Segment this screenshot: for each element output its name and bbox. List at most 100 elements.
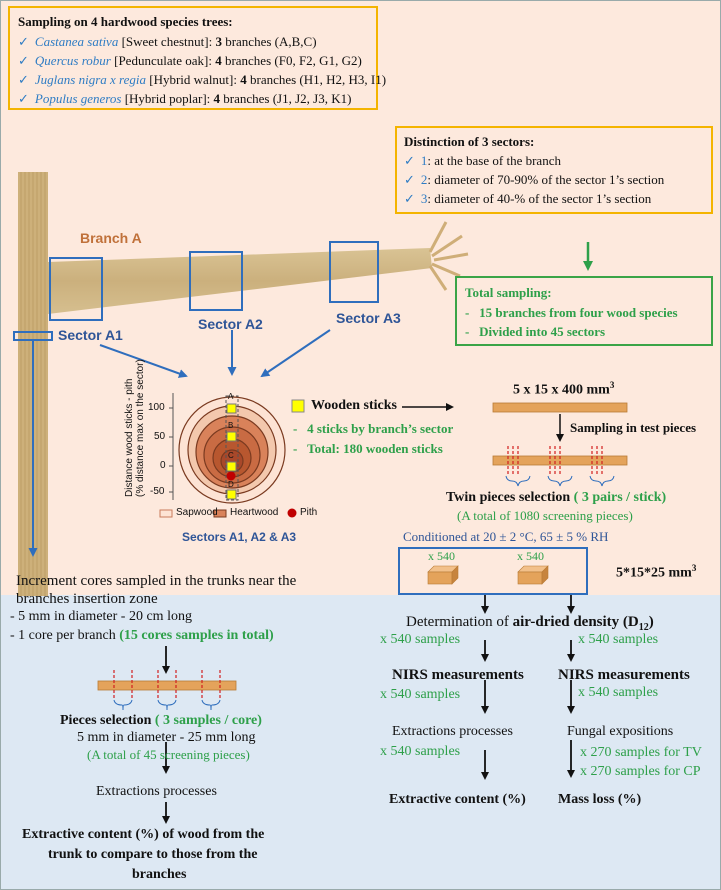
- flow-arrows: [162, 595, 575, 824]
- density-close: ): [648, 614, 654, 630]
- long-wood-stick: [492, 402, 628, 413]
- species-latin-name: Juglans nigra x regia: [34, 72, 146, 87]
- total-sampling-title: Total sampling:: [465, 285, 552, 300]
- check-icon: ✓: [18, 73, 29, 88]
- stick-label-a: A: [228, 392, 234, 401]
- small-block-dimensions: 5*15*25 mm3: [616, 563, 696, 582]
- x540-samples-a: x 540 samples: [380, 632, 461, 647]
- species-box: [8, 6, 378, 110]
- total-sampling-item-1: - 15 branches from four wood species: [465, 305, 678, 320]
- tick-0: 0: [160, 460, 166, 471]
- stick-dimensions: 5 x 15 x 400 mm3: [513, 380, 614, 399]
- sector-definition-3: ✓3: diameter of 40-% of the sector 1’s s…: [404, 191, 651, 207]
- total-sticks: - Total: 180 wooden sticks: [293, 441, 443, 456]
- branch-count: 3: [215, 34, 222, 49]
- total-sectors: Divided into 45 sectors: [479, 324, 606, 339]
- species-common-name: [Hybrid poplar]:: [124, 91, 214, 106]
- x540-samples-b: x 540 samples: [578, 632, 659, 647]
- density-determination: Determination of air-dried density (D12): [406, 614, 654, 633]
- species-box-title: Sampling on 4 hardwood species trees:: [18, 14, 233, 29]
- sector-description: : diameter of 70-90% of the sector 1’s s…: [427, 172, 665, 187]
- trunk-sampling-background: [0, 595, 721, 890]
- x540-samples-c: x 540 samples: [380, 687, 461, 702]
- sectors-box-title: Distinction of 3 sectors:: [404, 134, 535, 149]
- trunk-result-line-1: Extractive content (%) of wood from the: [22, 827, 265, 842]
- branch-label: Branch A: [80, 230, 142, 246]
- cross-section-y-axis-label: Distance wood sticks - pith(% distance m…: [124, 359, 146, 497]
- trunk-result-line-2: trunk to compare to those from the: [48, 847, 258, 862]
- sticks-by-sector-text: 4 sticks by branch’s sector: [307, 421, 454, 436]
- sectors-box: [395, 126, 713, 214]
- stick-label-b: B: [228, 421, 234, 430]
- core-spec-2-text: - 1 core per branch: [10, 628, 120, 643]
- y-axis-label-line-1: Distance wood sticks - pith: [124, 378, 135, 497]
- mass-loss-result: Mass loss (%): [558, 792, 642, 807]
- species-common-name: [Hybrid walnut]:: [149, 72, 241, 87]
- sector-a2-box: [189, 251, 243, 311]
- sector-definition-1: ✓1: at the base of the branch: [404, 153, 561, 169]
- cut-stick: [492, 446, 628, 487]
- trunk-result-line-3: branches: [132, 867, 187, 882]
- total-branches: 15 branches from four wood species: [479, 305, 678, 320]
- x540-samples-d: x 540 samples: [578, 685, 659, 700]
- extractive-content-result: Extractive content (%): [389, 792, 526, 807]
- wooden-sticks-label: Wooden sticks: [311, 398, 397, 413]
- pieces-total: (A total of 45 screening pieces): [87, 747, 250, 762]
- sector-arrows: [28, 329, 331, 557]
- x540-left-label: x 540: [428, 549, 455, 563]
- total-sampling-item-2: - Divided into 45 sectors: [465, 324, 606, 339]
- twin-pieces-ratio: ( 3 pairs / stick): [570, 490, 667, 505]
- legend-heartwood: Heartwood: [230, 507, 279, 518]
- pieces-selection: Pieces selection ( 3 samples / core): [60, 713, 262, 729]
- sector-definition-2: ✓2: diameter of 70-90% of the sector 1’s…: [404, 172, 664, 188]
- species-latin-name: Castanea sativa: [34, 34, 119, 49]
- legend-pith: Pith: [300, 507, 318, 518]
- branch-count: 4: [213, 91, 221, 106]
- species-item-3: ✓Juglans nigra x regia [Hybrid walnut]: …: [18, 72, 386, 88]
- x270-samples-tv: x 270 samples for TV: [580, 745, 702, 760]
- twin-pieces-selection: Twin pieces selection ( 3 pairs / stick): [446, 490, 666, 506]
- branch-list: branches (F0, F2, G1, G2): [221, 53, 362, 68]
- branch-list: branches (H1, H2, H3, I1): [246, 72, 387, 87]
- species-common-name: [Pedunculate oak]:: [114, 53, 216, 68]
- density-subscript: 12: [638, 622, 649, 633]
- branch-list: branches (A,B,C): [221, 34, 317, 49]
- check-icon: ✓: [404, 192, 415, 207]
- pieces-selection-ratio: ( 3 samples / core): [151, 713, 262, 728]
- species-item-2: ✓Quercus robur [Pedunculate oak]: 4 bran…: [18, 53, 362, 69]
- twin-pieces-total: (A total of 1080 screening pieces): [457, 508, 633, 523]
- sector-description: : diameter of 40-% of the sector 1’s sec…: [427, 191, 652, 206]
- core-spec-2: - 1 core per branch (15 cores samples in…: [10, 628, 274, 644]
- x540-right-label: x 540: [517, 549, 544, 563]
- fungal-expositions: Fungal expositions: [567, 724, 674, 739]
- extractions-processes: Extractions processes: [392, 724, 513, 739]
- branch-count: 4: [215, 53, 222, 68]
- species-item-4: ✓Populus generos [Hybrid poplar]: 4 bran…: [18, 91, 351, 107]
- check-icon: ✓: [404, 154, 415, 169]
- stick-dimensions-text: 5 x 15 x 400 mm: [513, 382, 610, 398]
- stick-label-d: D: [228, 480, 234, 489]
- tick-50: 50: [154, 431, 166, 442]
- sector-a3-box: [329, 241, 379, 303]
- sector-description: : at the base of the branch: [427, 153, 561, 168]
- check-icon: ✓: [18, 92, 29, 107]
- twin-pieces-title: Twin pieces selection: [446, 490, 571, 505]
- branch-drawing: [48, 221, 469, 314]
- total-sampling-box: [455, 276, 713, 346]
- small-block-dimensions-exponent: 3: [691, 563, 697, 573]
- y-axis-label-line-2: (% distance max on the sector): [135, 359, 146, 497]
- density-label: air-dried density (D: [512, 614, 639, 630]
- x270-samples-cp: x 270 samples for CP: [580, 764, 701, 779]
- species-common-name: [Sweet chestnut]:: [121, 34, 216, 49]
- nirs-left: NIRS measurements: [392, 667, 524, 683]
- sector-a2-label: Sector A2: [198, 316, 263, 332]
- sticks-by-sector: - 4 sticks by branch’s sector: [293, 421, 454, 436]
- trunk-intro-line-2: branches insertion zone: [16, 591, 158, 607]
- pieces-dimensions: 5 mm in diameter - 25 mm long: [77, 730, 256, 745]
- branch-list: branches (J1, J2, J3, K1): [220, 91, 352, 106]
- nirs-right: NIRS measurements: [558, 667, 690, 683]
- species-item-1: ✓Castanea sativa [Sweet chestnut]: 3 bra…: [18, 34, 317, 50]
- core-total: (15 cores samples in total): [119, 628, 274, 643]
- branch-count: 4: [240, 72, 247, 87]
